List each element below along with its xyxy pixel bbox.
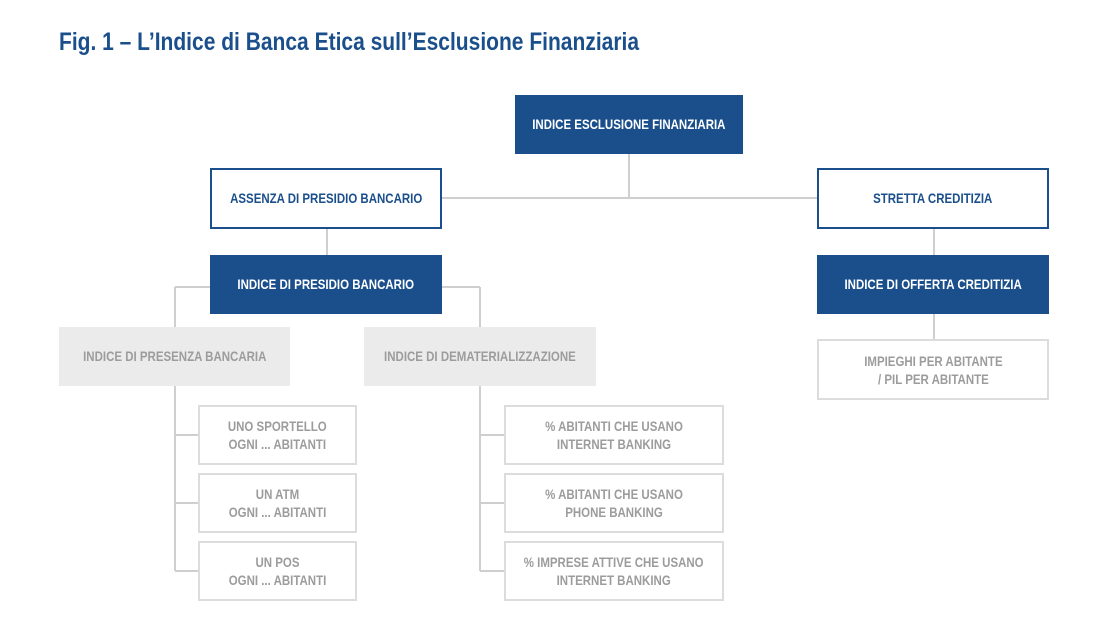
node-label: ASSENZA DI PRESIDIO BANCARIO <box>229 190 423 206</box>
node-label-line-1: IMPIEGHI PER ABITANTE <box>863 352 1003 369</box>
leaf-un-pos: UN POS OGNI ... ABITANTI <box>198 541 357 601</box>
leaf-uno-sportello: UNO SPORTELLO OGNI ... ABITANTI <box>198 405 357 465</box>
node-label: INDICE DI DEMATERIALIZZAZIONE <box>384 348 576 364</box>
leaf-label-line-1: % IMPRESE ATTIVE CHE USANO <box>524 554 704 570</box>
leaf-label-line-2: PHONE BANKING <box>565 504 663 520</box>
node-label-line-2: / PIL PER ABITANTE <box>877 370 989 387</box>
node-label: STRETTA CREDITIZIA <box>873 190 993 206</box>
leaf-label-line-2: OGNI ... ABITANTI <box>228 504 327 520</box>
node-label: INDICE DI PRESIDIO BANCARIO <box>237 276 415 292</box>
figure-title: Fig. 1 – L’Indice di Banca Etica sull’Es… <box>59 28 640 56</box>
node-stretta-creditizia: STRETTA CREDITIZIA <box>817 168 1049 229</box>
leaf-label-line-1: % ABITANTI CHE USANO <box>545 418 683 434</box>
leaf-abitanti-phone-banking: % ABITANTI CHE USANO PHONE BANKING <box>504 473 724 533</box>
leaf-label-line-2: INTERNET BANKING <box>556 572 672 588</box>
leaf-label-line-1: UN ATM <box>255 486 300 502</box>
node-indice-esclusione-finanziaria: INDICE ESCLUSIONE FINANZIARIA <box>515 95 743 154</box>
node-indice-presenza-bancaria: INDICE DI PRESENZA BANCARIA <box>59 327 290 386</box>
leaf-label-line-2: INTERNET BANKING <box>556 436 672 452</box>
node-assenza-presidio-bancario: ASSENZA DI PRESIDIO BANCARIO <box>210 168 442 229</box>
node-label: INDICE DI OFFERTA CREDITIZIA <box>844 276 1022 292</box>
node-indice-offerta-creditizia: INDICE DI OFFERTA CREDITIZIA <box>817 255 1049 314</box>
node-label: INDICE ESCLUSIONE FINANZIARIA <box>532 116 726 132</box>
leaf-label-line-2: OGNI ... ABITANTI <box>228 572 327 588</box>
leaf-imprese-internet-banking: % IMPRESE ATTIVE CHE USANO INTERNET BANK… <box>504 541 724 601</box>
node-label: INDICE DI PRESENZA BANCARIA <box>82 348 267 364</box>
leaf-label-line-1: % ABITANTI CHE USANO <box>545 486 683 502</box>
node-indice-presidio-bancario: INDICE DI PRESIDIO BANCARIO <box>210 255 442 314</box>
leaf-un-atm: UN ATM OGNI ... ABITANTI <box>198 473 357 533</box>
leaf-label-line-1: UN POS <box>255 554 300 570</box>
node-impieghi-per-abitante: IMPIEGHI PER ABITANTE / PIL PER ABITANTE <box>817 339 1049 400</box>
leaf-label-line-1: UNO SPORTELLO <box>228 418 327 434</box>
node-indice-dematerializzazione: INDICE DI DEMATERIALIZZAZIONE <box>364 327 596 386</box>
leaf-label-line-2: OGNI ... ABITANTI <box>228 436 327 452</box>
leaf-abitanti-internet-banking: % ABITANTI CHE USANO INTERNET BANKING <box>504 405 724 465</box>
